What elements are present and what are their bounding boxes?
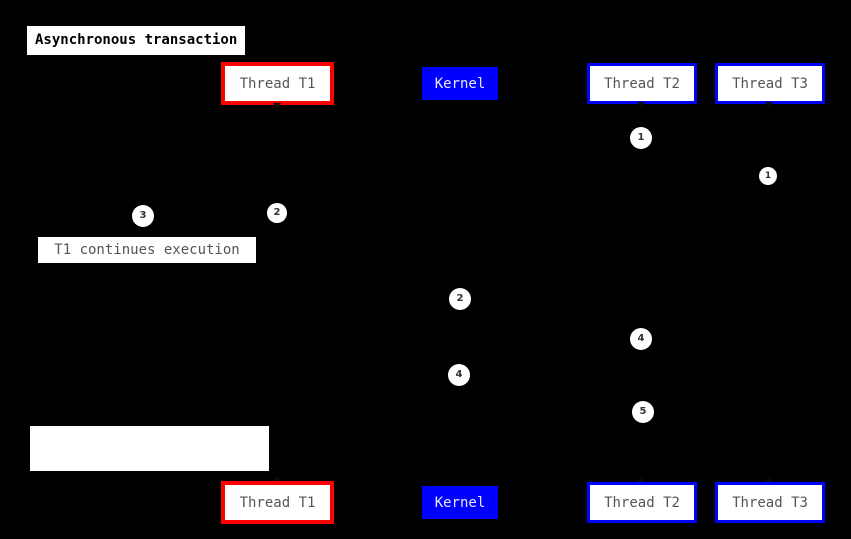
arrowhead-icon (765, 477, 773, 482)
step-number-badge: 1 (630, 127, 652, 149)
step-number-badge: 2 (267, 203, 287, 223)
arrowhead-icon (637, 102, 645, 107)
lifeline-head-thread-t2[interactable]: Thread T2 (587, 63, 697, 104)
lifeline-foot-thread-t2[interactable]: Thread T2 (587, 482, 697, 523)
step-number-badge: 5 (632, 401, 654, 423)
step-number-badge: 4 (630, 328, 652, 350)
diagram-title-banner: Asynchronous transaction (27, 26, 246, 55)
arrowhead-icon (273, 103, 281, 108)
note-blank (30, 426, 269, 471)
lifeline-head-kernel[interactable]: Kernel (422, 67, 498, 100)
step-number-badge: 3 (132, 205, 154, 227)
arrowhead-icon (637, 477, 645, 482)
arrowhead-icon (273, 476, 281, 481)
step-number-badge: 2 (449, 288, 471, 310)
note-t1-continues-execution: T1 continues execution (37, 236, 257, 264)
lifeline-foot-thread-t3[interactable]: Thread T3 (715, 482, 825, 523)
step-number-badge: 4 (448, 364, 470, 386)
lifeline-head-thread-t3[interactable]: Thread T3 (715, 63, 825, 104)
arrowhead-icon (765, 102, 773, 107)
lifeline-foot-kernel[interactable]: Kernel (422, 486, 498, 519)
lifeline-foot-thread-t1[interactable]: Thread T1 (221, 481, 334, 524)
lifeline-head-thread-t1[interactable]: Thread T1 (221, 62, 334, 105)
step-number-badge: 1 (759, 167, 777, 185)
